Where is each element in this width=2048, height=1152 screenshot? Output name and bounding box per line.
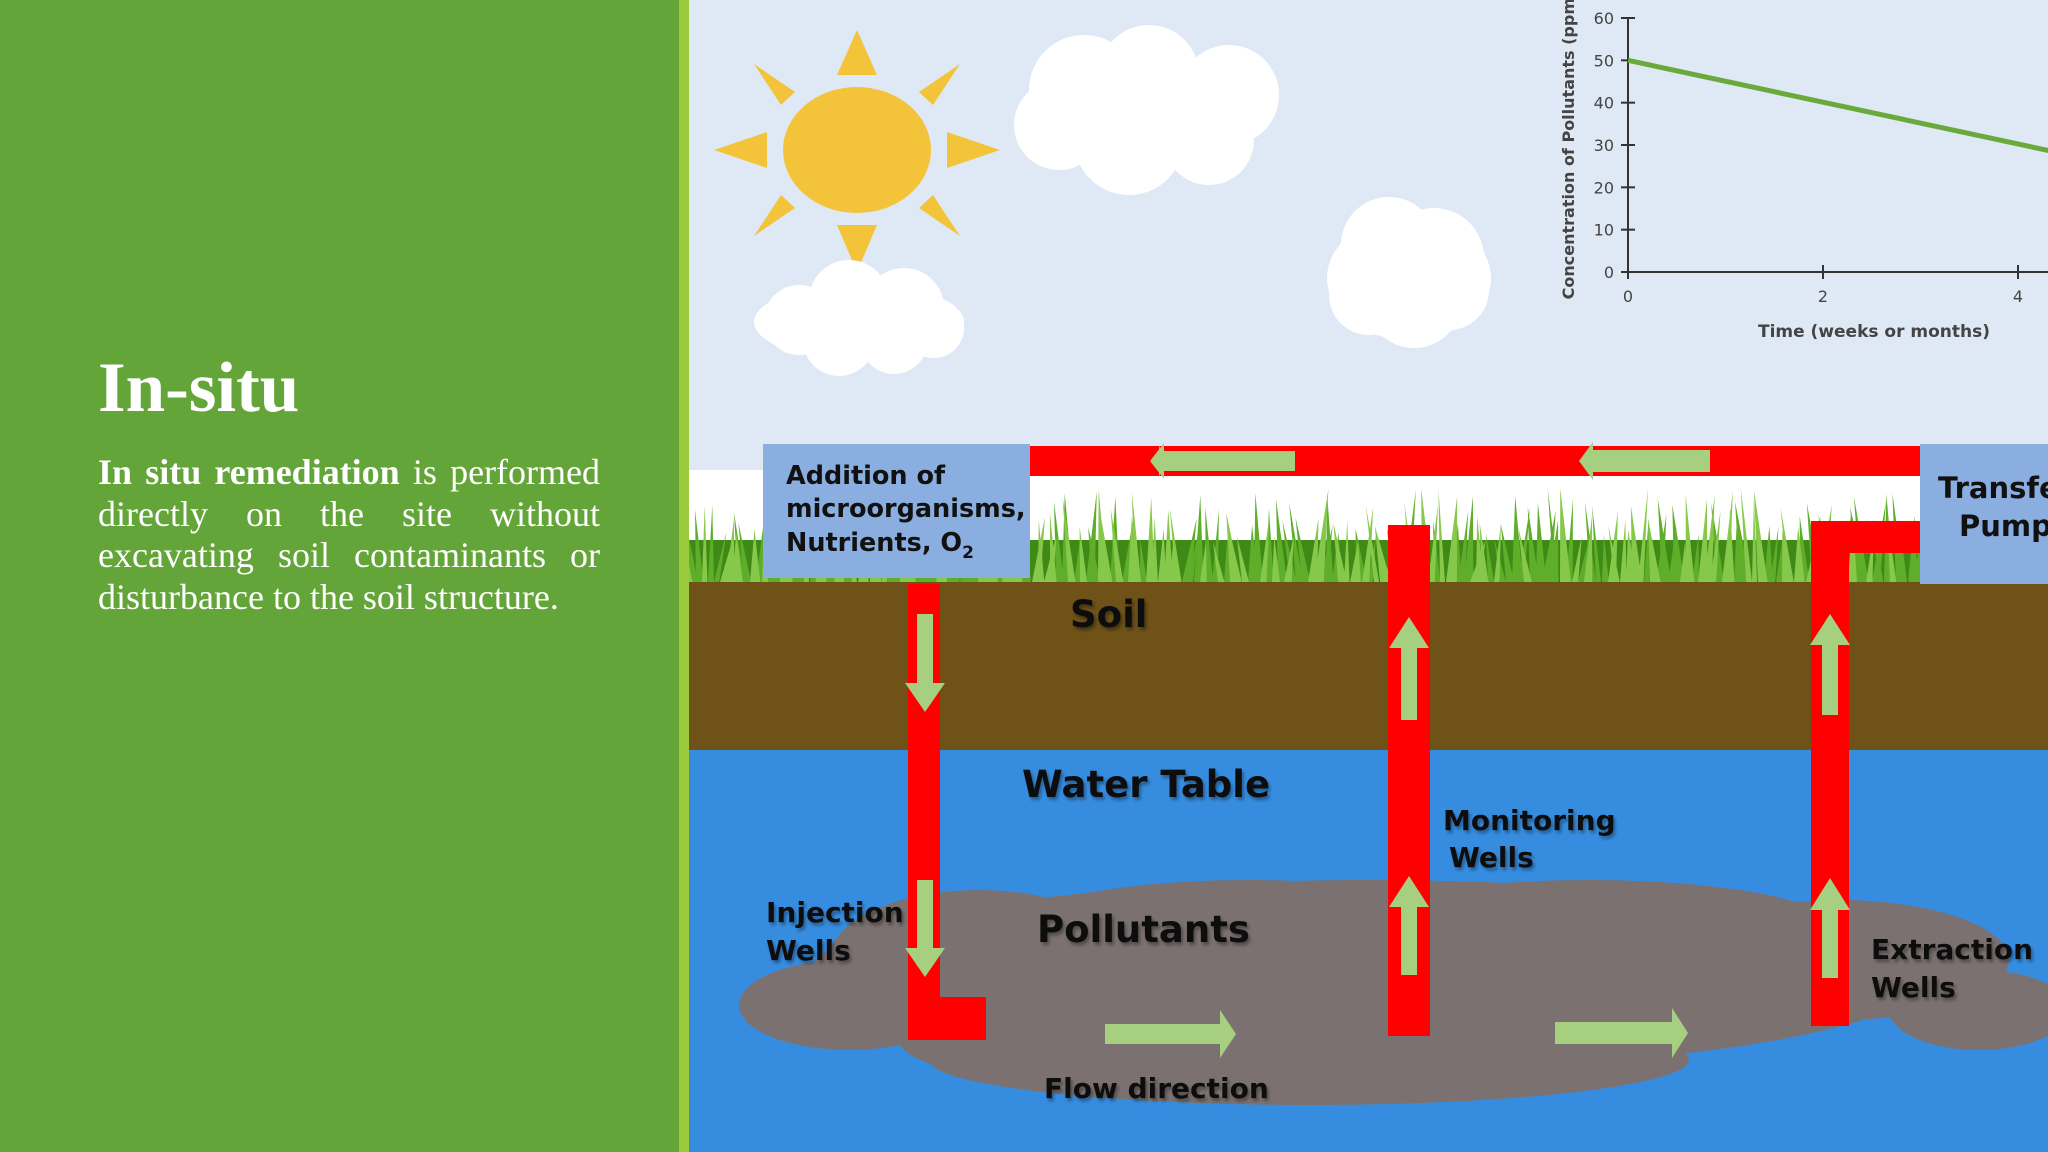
arrow-right-icon	[1555, 1008, 1688, 1058]
pollutant-plume	[739, 880, 2048, 1105]
slide-body-rest: is performed directly on the site withou…	[98, 452, 600, 617]
injection-line-2: Wells	[766, 934, 851, 967]
injection-well-foot	[908, 997, 986, 1040]
y-tick-label: 50	[1594, 51, 1614, 70]
arrow-up-icon	[1810, 878, 1850, 978]
transfer-pump-box	[1920, 444, 2048, 584]
y-tick-label: 20	[1594, 178, 1614, 197]
chart-x-axis-label: Time (weeks or months)	[1758, 322, 1990, 342]
transfer-line-2: Pump	[1959, 509, 2048, 543]
arrow-left-icon	[1579, 442, 1710, 480]
arrow-right-icon	[1105, 1010, 1236, 1058]
series-line	[1627, 57, 2048, 153]
in-situ-remediation-diagram: Addition of microorganisms, Nutrients, O…	[689, 0, 2048, 1152]
addition-label: Addition of microorganisms, Nutrients, O…	[786, 461, 1034, 563]
extraction-wells-label: Extraction Wells	[1871, 933, 2043, 1004]
transfer-line-1: Transfer	[1938, 471, 2048, 505]
y-tick-label: 0	[1604, 263, 1614, 282]
flow-arrows	[905, 442, 1850, 1058]
slide-title: In-situ	[98, 349, 300, 427]
y-tick-label: 30	[1594, 136, 1614, 155]
transfer-pump-label: Transfer Pump	[1938, 471, 2048, 543]
sun-icon	[714, 30, 1000, 272]
addition-line-3: Nutrients, O	[786, 528, 962, 558]
monitoring-line-1: Monitoring	[1443, 804, 1616, 837]
left-panel	[0, 0, 679, 1152]
arrow-down-icon	[905, 880, 945, 977]
arrow-up-icon	[1389, 876, 1429, 975]
cloud-icon	[1014, 25, 1279, 195]
y-tick-label: 60	[1594, 9, 1614, 28]
extraction-line-1: Extraction	[1871, 933, 2033, 966]
pollutants-label: Pollutants	[1037, 908, 1250, 951]
injection-wells-label: Injection Wells	[766, 896, 913, 967]
cloud-icon	[754, 260, 964, 376]
y-tick-label: 10	[1594, 221, 1614, 240]
x-tick-label: 0	[1623, 287, 1633, 306]
monitoring-wells-label: Monitoring Wells	[1443, 804, 1625, 874]
addition-line-1: Addition of	[786, 461, 946, 491]
addition-box	[763, 444, 1030, 578]
y-tick-label: 40	[1594, 94, 1614, 113]
arrow-up-icon	[1389, 617, 1429, 720]
panel-divider	[679, 0, 689, 1152]
arrow-down-icon	[905, 614, 945, 712]
soil-label: Soil	[1070, 593, 1147, 636]
chart-y-axis-label: Concentration of Pollutants (ppm)	[1559, 0, 1578, 299]
addition-line-2: microorganisms,	[786, 494, 1026, 524]
x-tick-label: 4	[2013, 287, 2023, 306]
flow-direction-label: Flow direction	[1044, 1072, 1269, 1105]
cloud-icon	[1327, 197, 1491, 348]
water-table-label: Water Table	[1022, 763, 1270, 806]
slide-body-bold: In situ remediation	[98, 452, 400, 492]
monitoring-line-2: Wells	[1449, 841, 1534, 874]
arrow-up-icon	[1810, 614, 1850, 715]
x-tick-label: 2	[1818, 287, 1828, 306]
arrow-left-icon	[1150, 443, 1295, 479]
slide-body-text: In situ remediation is performed directl…	[98, 452, 600, 618]
addition-subscript: 2	[962, 543, 974, 563]
injection-line-1: Injection	[766, 896, 904, 929]
extraction-line-2: Wells	[1871, 971, 1956, 1004]
